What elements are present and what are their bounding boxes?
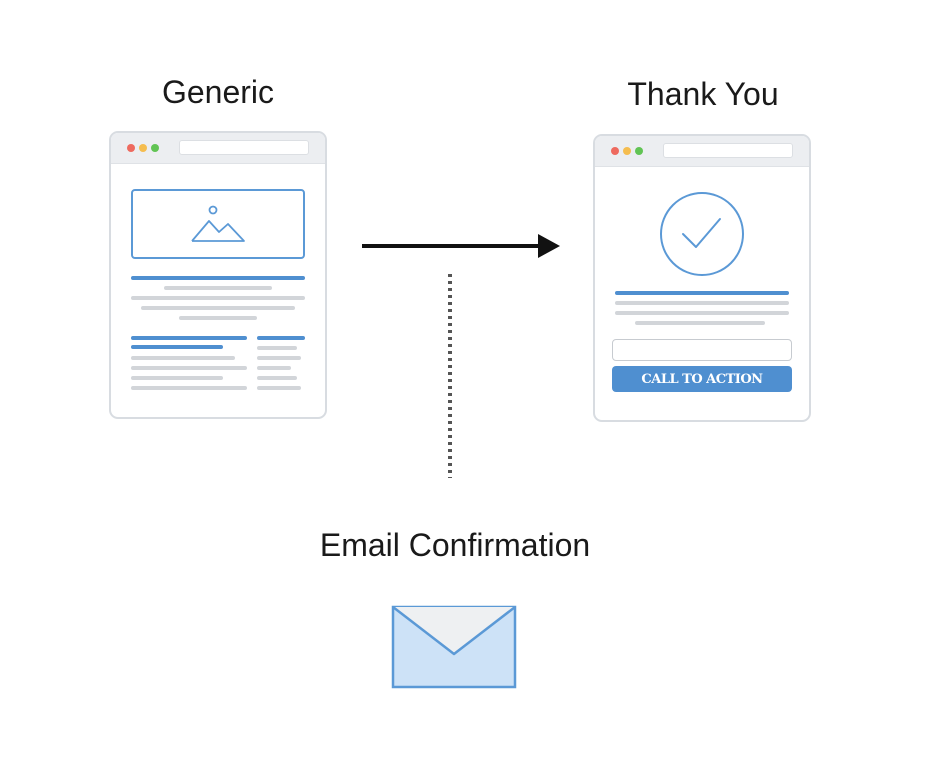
text-line xyxy=(635,321,765,325)
window-maximize-dot xyxy=(635,147,643,155)
text-line xyxy=(131,356,235,360)
headline-bar xyxy=(131,276,305,280)
browser-titlebar xyxy=(111,133,325,164)
address-bar xyxy=(663,143,793,158)
text-line xyxy=(179,316,257,320)
text-line xyxy=(257,386,301,390)
image-placeholder-icon xyxy=(191,205,245,242)
headline-bar xyxy=(615,291,789,295)
window-close-dot xyxy=(127,144,135,152)
text-line xyxy=(131,296,305,300)
text-line xyxy=(131,386,247,390)
window-minimize-dot xyxy=(623,147,631,155)
email-confirmation-label: Email Confirmation xyxy=(319,527,591,563)
text-line xyxy=(164,286,272,290)
thank-you-page-browser-window: CALL TO ACTION xyxy=(593,134,811,422)
generic-page-browser-window xyxy=(109,131,327,419)
thank-you-page-label: Thank You xyxy=(627,76,779,112)
text-line xyxy=(257,346,297,350)
call-to-action-button[interactable]: CALL TO ACTION xyxy=(612,366,792,392)
column-subheading-bar xyxy=(131,345,223,349)
text-line xyxy=(131,366,247,370)
column-heading-bar xyxy=(257,336,305,340)
email-input-field[interactable] xyxy=(612,339,792,361)
text-line xyxy=(615,311,789,315)
address-bar xyxy=(179,140,309,155)
window-maximize-dot xyxy=(151,144,159,152)
text-line xyxy=(257,356,301,360)
checkmark-circle-icon xyxy=(660,192,744,276)
text-line xyxy=(257,376,297,380)
text-line xyxy=(141,306,295,310)
text-line xyxy=(131,376,223,380)
generic-page-label: Generic xyxy=(161,74,275,110)
envelope-icon xyxy=(391,605,517,689)
window-close-dot xyxy=(611,147,619,155)
window-minimize-dot xyxy=(139,144,147,152)
arrow-right-icon xyxy=(362,234,560,258)
column-heading-bar xyxy=(131,336,247,340)
image-placeholder xyxy=(131,189,305,259)
text-line xyxy=(615,301,789,305)
browser-titlebar xyxy=(595,136,809,167)
text-line xyxy=(257,366,291,370)
